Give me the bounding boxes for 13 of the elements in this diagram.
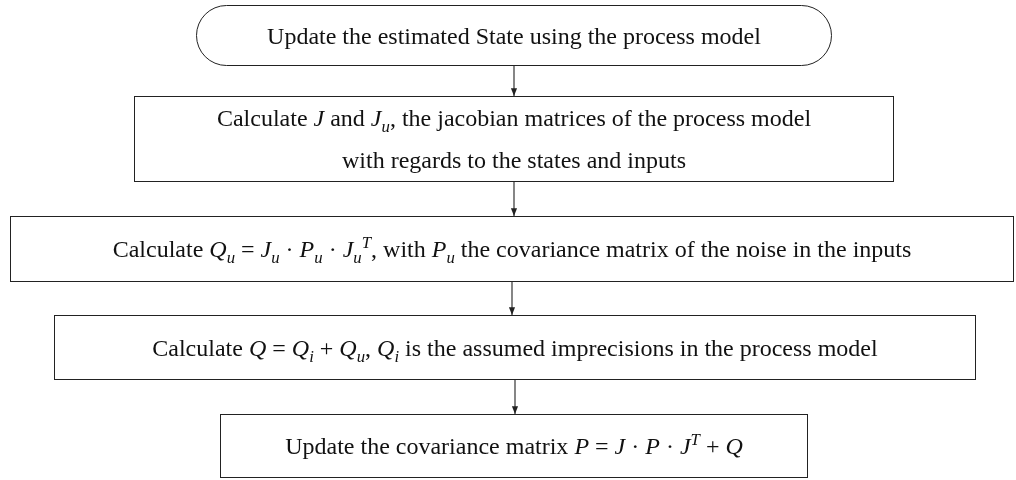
arrow xyxy=(510,65,518,97)
arrow xyxy=(511,379,519,415)
process-box xyxy=(54,315,976,380)
process-box xyxy=(10,216,1014,282)
step-text: Calculate J and J$_{u}$, the jacobian matrices of the process model with regards to the states and inputs xyxy=(215,104,813,175)
process-box xyxy=(134,96,894,182)
step-text: Update the estimated State using the process model xyxy=(267,21,761,51)
process-box xyxy=(220,414,808,478)
step-text: Calculate Q = Q$_{i}$ + Q$_{u}$, Q$_{i}$ is the assumed imprecisions in the process model xyxy=(152,333,878,368)
step-text: Update the covariance matrix P = J · P · J$^{T}$ + Q xyxy=(285,429,743,461)
step-text: Calculate Q$_{u}$ = J$_{u}$ · P$_{u}$ · J$_{u}$$^{T}$, with P$_{u}$ the covariance matrix of the noise in the inputs xyxy=(112,232,912,269)
arrow xyxy=(508,281,516,316)
arrow xyxy=(510,181,518,217)
